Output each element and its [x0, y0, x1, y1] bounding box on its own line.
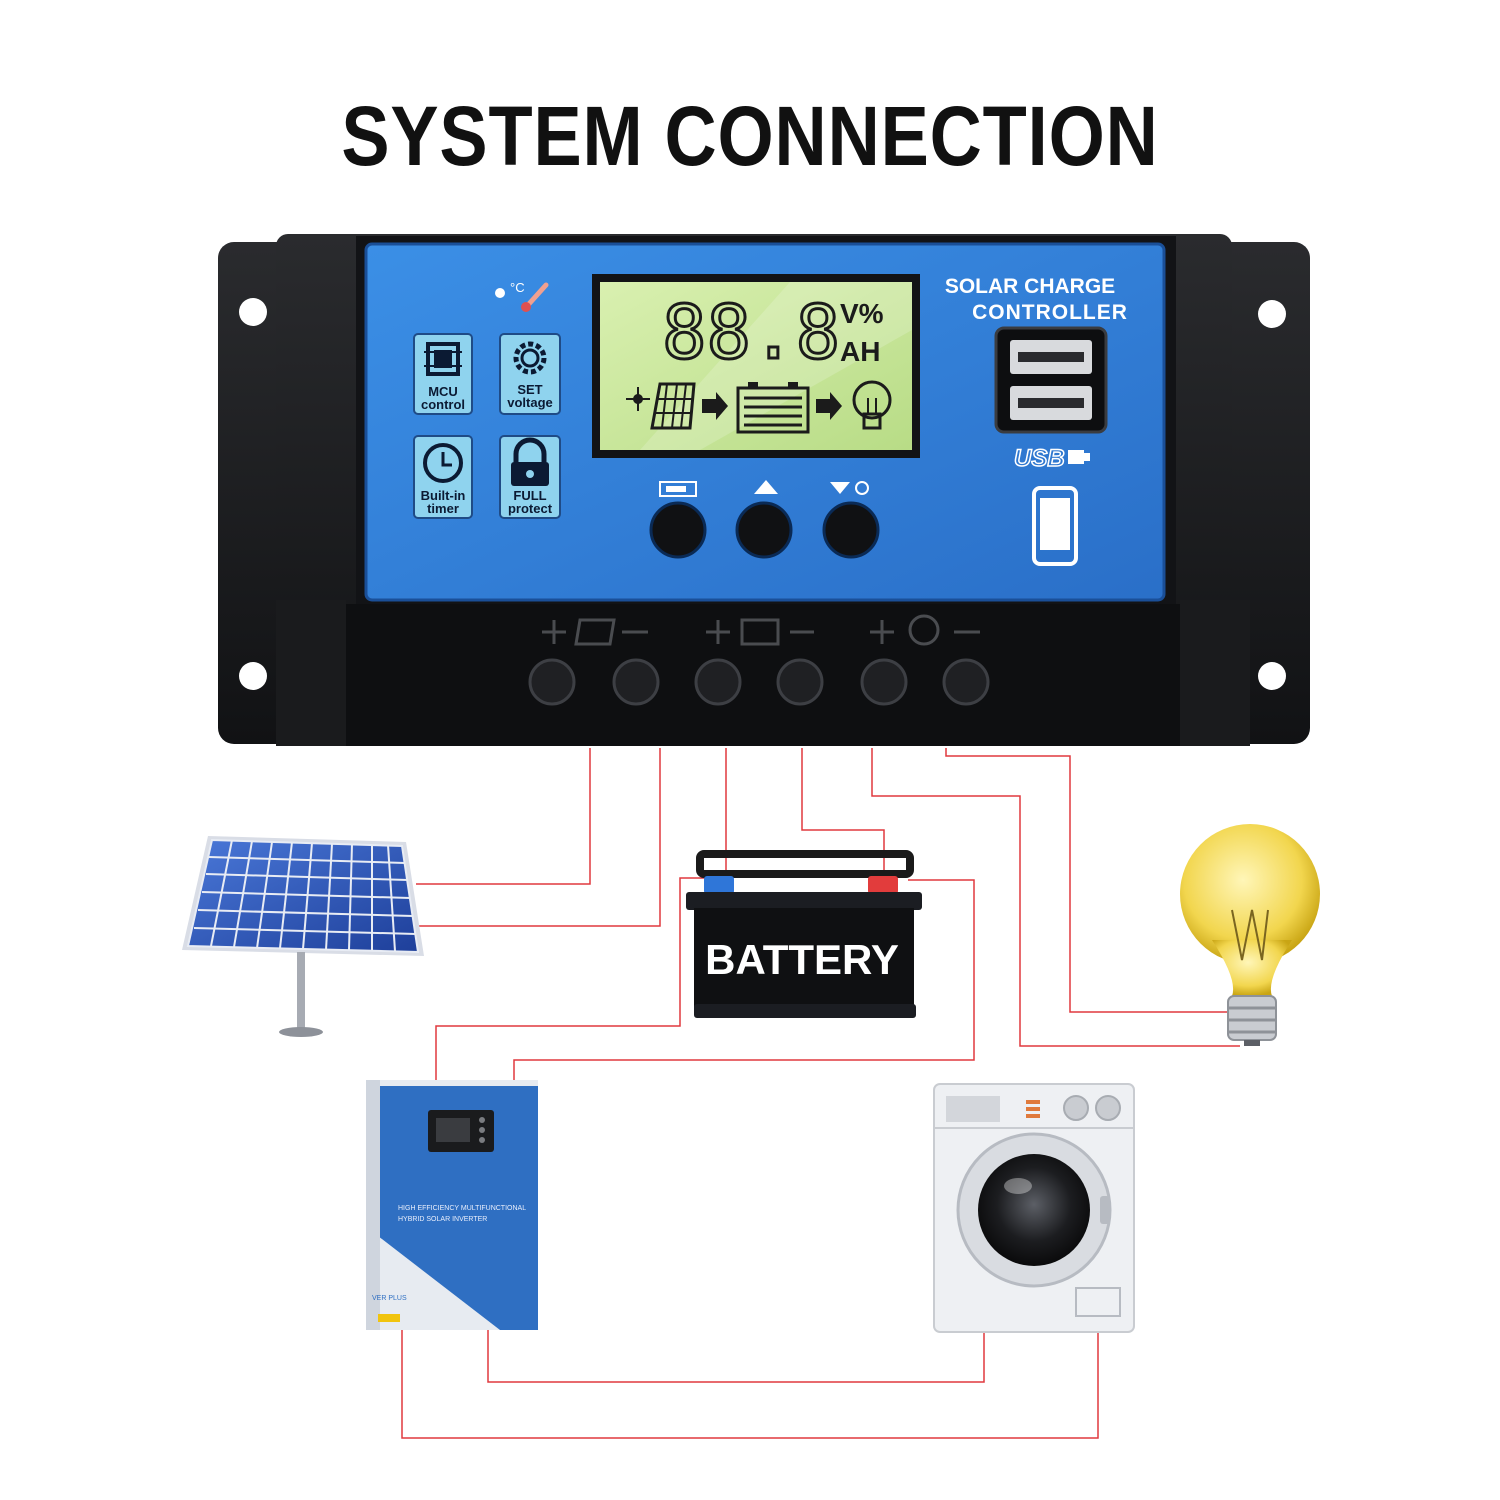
- usb-label: USB: [1014, 445, 1065, 472]
- terminal-block-side: [1180, 600, 1250, 746]
- svg-text:°C: °C: [510, 280, 525, 295]
- battery-terminal-positive: [868, 876, 898, 894]
- terminal-solar-symbol: [542, 618, 648, 646]
- panel-base: [279, 1027, 323, 1037]
- solar-charge-controller: °C MCU control SET voltage: [218, 234, 1310, 746]
- lock-icon: [511, 437, 549, 486]
- terminal-screw[interactable]: [694, 658, 742, 706]
- battery-label: BATTERY: [705, 936, 899, 983]
- clock-icon: [423, 443, 463, 483]
- inverter-brand: VER PLUS: [372, 1295, 407, 1302]
- terminal-screw[interactable]: [942, 658, 990, 706]
- gear-icon: [513, 341, 547, 375]
- wire-load-negative: [945, 748, 1230, 1013]
- page-title: SYSTEM CONNECTION: [341, 89, 1159, 183]
- phone-icon: [1032, 486, 1078, 566]
- terminal-screw[interactable]: [528, 658, 576, 706]
- brand-line2: CONTROLLER: [972, 301, 1128, 324]
- up-button[interactable]: [735, 501, 793, 559]
- feature-badge-protect: FULL protect: [499, 435, 561, 519]
- wire-inverter-positive: [435, 877, 712, 1080]
- feature-line1: SET: [517, 382, 542, 397]
- control-knob: [1063, 1095, 1089, 1121]
- inverter-text-line1: HIGH EFFICIENCY MULTIFUNCTIONAL: [398, 1205, 526, 1212]
- terminal-block: [344, 604, 1184, 746]
- wire-solar-positive: [416, 748, 591, 885]
- feature-badge-timer: Built-in timer: [413, 435, 473, 519]
- battery: BATTERY: [686, 850, 922, 1018]
- menu-button-icon: [659, 481, 697, 497]
- lcd-digits: 88.8: [662, 290, 840, 376]
- feature-line2: voltage: [507, 395, 553, 410]
- chip-icon: [424, 342, 462, 376]
- feature-line1: Built-in: [421, 488, 466, 503]
- lcd-arrow-icon: [816, 392, 842, 420]
- lcd-solar-panel-icon: [650, 382, 696, 430]
- lcd-display: 88.8 V% AH: [592, 274, 920, 458]
- battery-terminal-negative: [704, 876, 734, 894]
- door-window: [978, 1154, 1090, 1266]
- lcd-battery-icon: [736, 382, 810, 434]
- lcd-bulb-icon: [852, 380, 892, 430]
- down-arrow-icon: [830, 481, 869, 495]
- wire-load-positive: [871, 748, 1240, 1047]
- terminal-screw[interactable]: [776, 658, 824, 706]
- light-bulb: [1180, 824, 1320, 1046]
- mount-hole: [1258, 662, 1286, 690]
- brand-line1: SOLAR CHARGE: [945, 275, 1115, 298]
- feature-line1: FULL: [513, 488, 546, 503]
- terminal-block-side: [276, 600, 346, 746]
- wire-solar-negative: [418, 748, 661, 927]
- lcd-arrow-icon: [702, 392, 728, 420]
- menu-button[interactable]: [649, 501, 707, 559]
- panel-pole: [297, 952, 305, 1030]
- terminal-battery-symbol: [706, 618, 814, 646]
- usb-ports[interactable]: [994, 326, 1108, 434]
- inverter-text-line2: HYBRID SOLAR INVERTER: [398, 1216, 487, 1223]
- lcd-unit-top: V%: [840, 298, 884, 329]
- solar-panel: [182, 836, 424, 1037]
- up-arrow-icon: [754, 480, 778, 494]
- feature-line2: control: [421, 397, 465, 412]
- feature-line1: MCU: [428, 384, 458, 399]
- hybrid-inverter: HIGH EFFICIENCY MULTIFUNCTIONAL HYBRID S…: [366, 1080, 538, 1330]
- down-button[interactable]: [822, 501, 880, 559]
- wire-appliance-b: [401, 1330, 1099, 1439]
- mount-hole: [1258, 300, 1286, 328]
- wire-appliance-a: [487, 1330, 985, 1383]
- mount-hole: [239, 662, 267, 690]
- detergent-drawer: [946, 1096, 1000, 1122]
- terminal-screws: [528, 658, 990, 706]
- terminal-screw[interactable]: [860, 658, 908, 706]
- terminal-load-symbol: [870, 614, 980, 646]
- washing-machine: [933, 1083, 1135, 1333]
- usb-plug-icon: [1068, 450, 1090, 464]
- lcd-sun-icon: [626, 387, 650, 411]
- wire-inverter-negative: [513, 879, 975, 1088]
- feature-line2: protect: [508, 501, 553, 516]
- control-knob: [1095, 1095, 1121, 1121]
- feature-line2: timer: [427, 501, 459, 516]
- terminal-screw[interactable]: [612, 658, 660, 706]
- feature-badge-set-voltage: SET voltage: [499, 333, 561, 415]
- lcd-unit-bottom: AH: [840, 336, 880, 367]
- temperature-icon: °C: [495, 280, 549, 312]
- mount-hole: [239, 298, 267, 326]
- feature-badge-mcu: MCU control: [413, 333, 473, 415]
